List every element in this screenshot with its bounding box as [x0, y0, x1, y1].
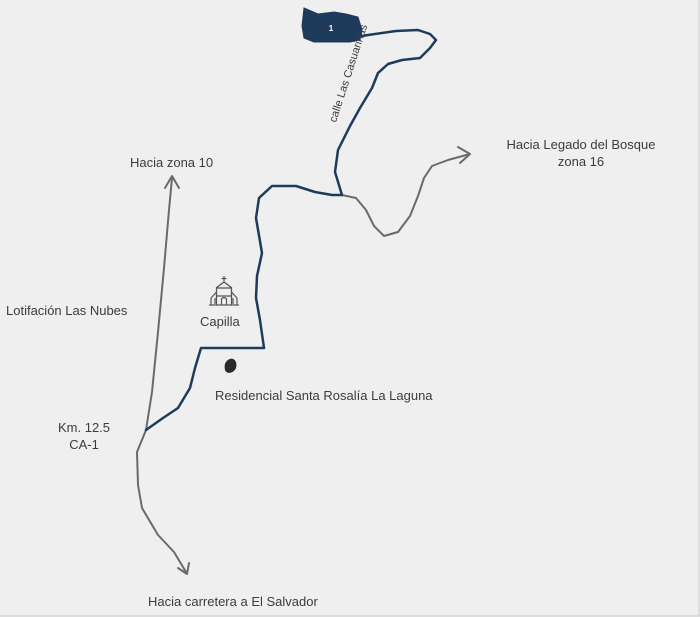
- destination-marker: [301, 7, 363, 43]
- road-legado-del-bosque: [341, 153, 471, 237]
- label-capilla: Capilla: [200, 314, 240, 329]
- label-km: Km. 12.5 CA-1: [52, 419, 116, 453]
- arrow-head-icon: [457, 146, 471, 164]
- road-ca1: [136, 177, 187, 573]
- label-el-salvador: Hacia carretera a El Salvador: [148, 594, 318, 609]
- label-km-line2: CA-1: [69, 437, 99, 452]
- label-lotificacion: Lotifación Las Nubes: [6, 303, 128, 318]
- label-legado-line2: zona 16: [557, 154, 605, 169]
- label-km-line1: Km. 12.5: [57, 420, 111, 435]
- label-legado-line1: Hacia Legado del Bosque: [506, 137, 656, 152]
- arrow-head-icon: [177, 562, 190, 575]
- label-legado-del-bosque: Hacia Legado del Bosque zona 16: [498, 136, 664, 170]
- chapel-icon: [209, 276, 239, 306]
- destination-number: 1: [328, 24, 334, 33]
- label-zona-10: Hacia zona 10: [130, 155, 214, 170]
- label-residencial: Residencial Santa Rosalía La Laguna: [215, 388, 433, 403]
- arrow-head-icon: [164, 175, 180, 189]
- main-route: [144, 28, 438, 432]
- residencial-marker: [224, 358, 237, 373]
